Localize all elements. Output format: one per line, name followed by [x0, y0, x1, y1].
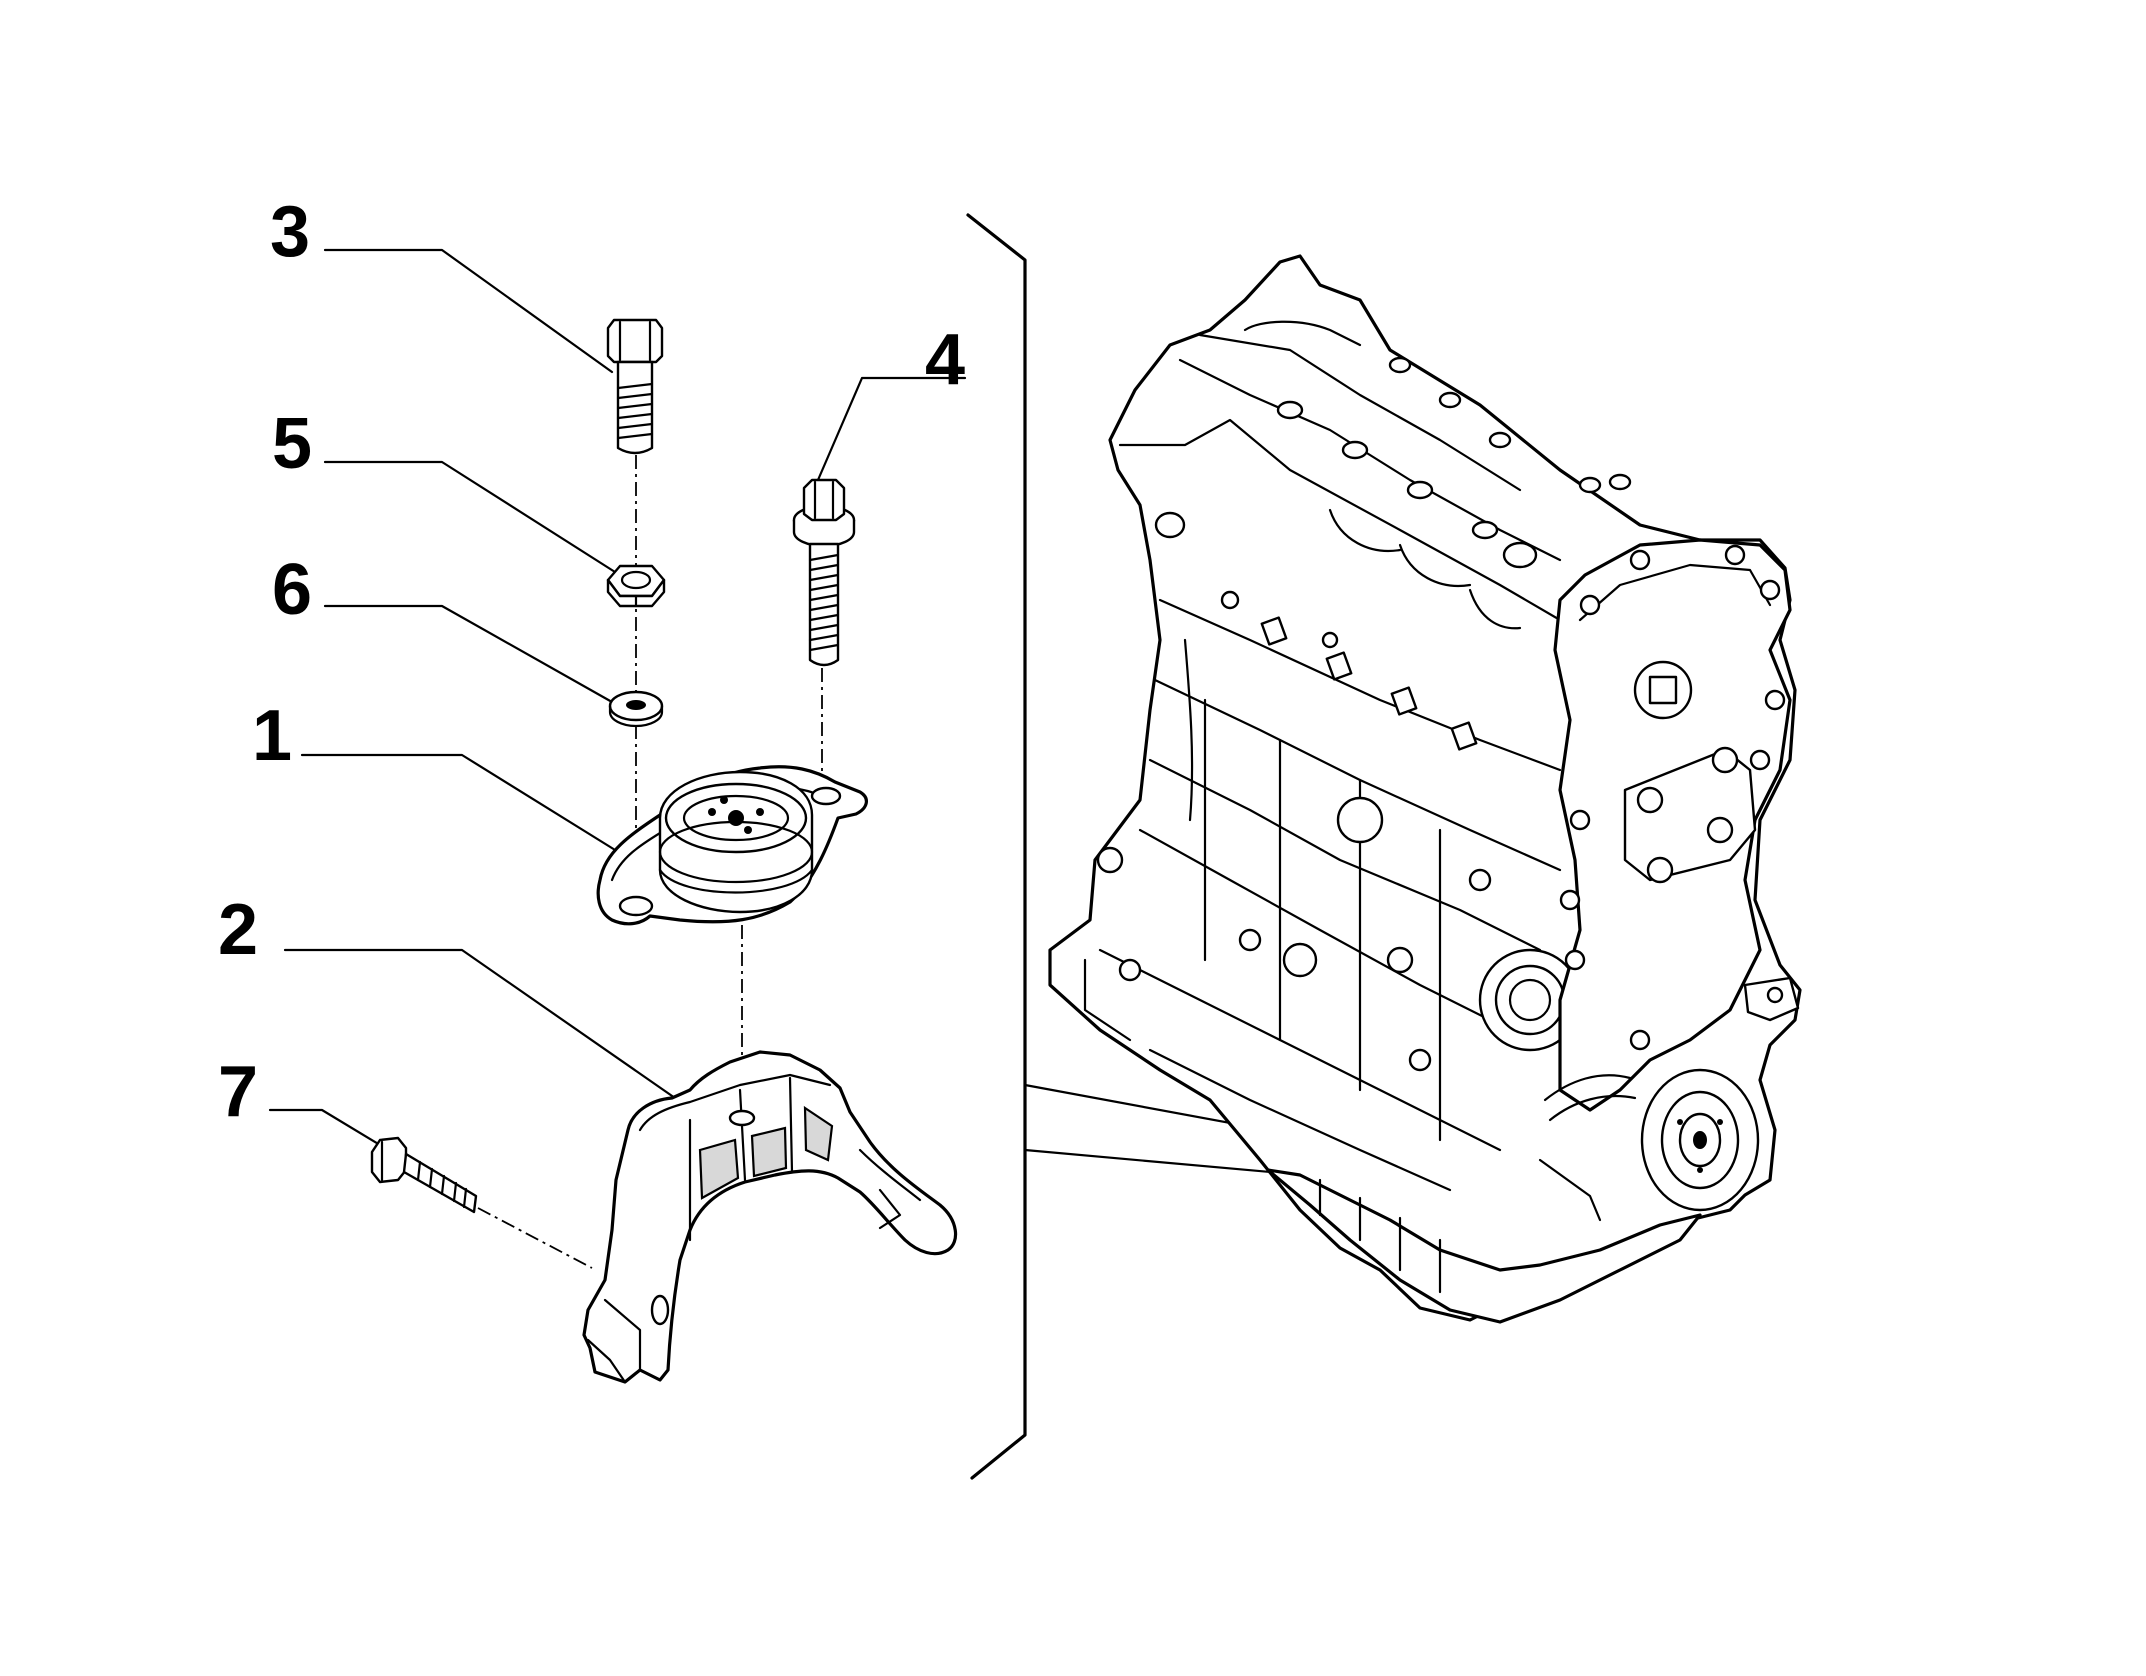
callout-2: 2 [218, 890, 259, 970]
leader-2 [283, 948, 677, 1100]
leader-1 [300, 753, 630, 860]
leader-6 [323, 604, 614, 704]
hex-bolt-icon [606, 318, 664, 455]
mount-bracket-icon [582, 1050, 958, 1384]
callout-1: 1 [252, 696, 293, 776]
engine-mount-pad-icon [596, 765, 868, 926]
flange-bolt-icon [792, 478, 856, 667]
callout-6: 6 [272, 550, 313, 630]
leader-4 [816, 376, 967, 482]
callout-4: 4 [925, 320, 966, 400]
leader-lines [268, 248, 967, 1147]
bracket-bolt-icon [370, 1136, 478, 1214]
leader-5 [323, 460, 617, 574]
callout-5: 5 [272, 404, 313, 484]
leader-7 [268, 1108, 382, 1147]
callout-3: 3 [270, 192, 311, 272]
callout-7: 7 [218, 1052, 259, 1132]
washer-icon [608, 690, 664, 728]
hex-nut-icon [606, 564, 666, 608]
leader-3 [323, 248, 614, 374]
engine-block-icon [1048, 254, 1802, 1324]
